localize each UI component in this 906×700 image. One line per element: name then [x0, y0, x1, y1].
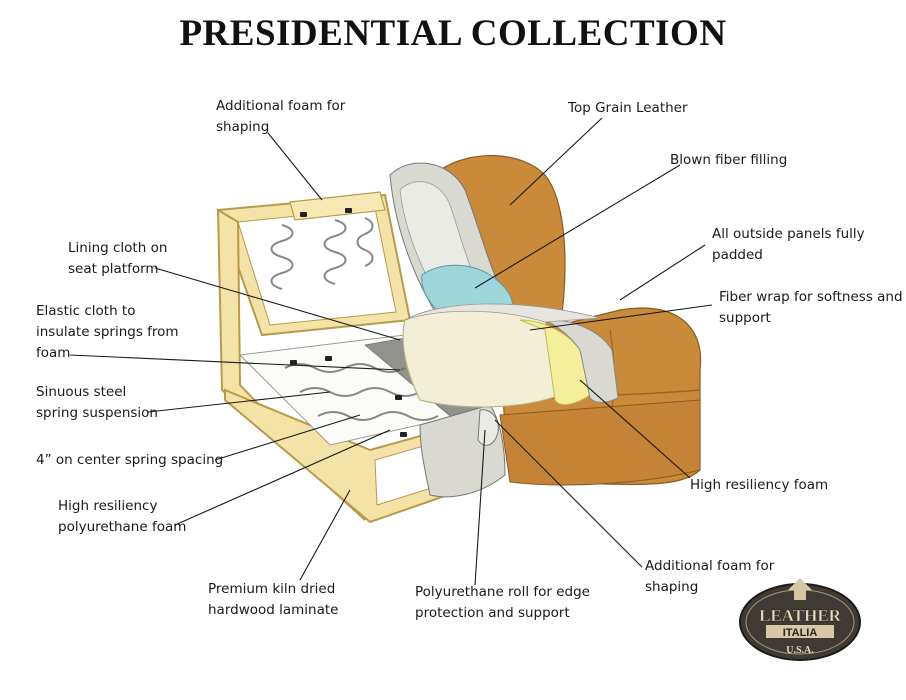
leather-italia-logo: LEATHER ITALIA U.S.A.	[739, 578, 861, 661]
cushion-fiber-wrap	[543, 319, 619, 403]
leader-lines	[69, 117, 713, 586]
cushion-top-fiber	[404, 303, 601, 323]
seat-spring-3	[317, 411, 439, 421]
logo-text-bottom: U.S.A.	[786, 645, 814, 656]
leather-front-apron	[499, 399, 701, 486]
back-spring-1	[270, 224, 294, 290]
back-spring-2	[323, 219, 347, 285]
label-hr-foam-right: High resiliency foam	[690, 477, 829, 493]
page-title: PRESIDENTIAL COLLECTION	[179, 13, 727, 54]
label-spring-spacing: 4” on center spring spacing	[36, 452, 224, 468]
label-blown-fiber: Blown fiber filling	[670, 152, 788, 168]
poly-roll	[477, 409, 499, 446]
top-foam-block	[289, 191, 386, 221]
logo-text-mid: ITALIA	[783, 627, 818, 639]
back-spring-3	[356, 217, 374, 267]
label-top-grain-leather: Top Grain Leather	[568, 100, 688, 116]
logo-text-top: LEATHER	[759, 606, 842, 625]
